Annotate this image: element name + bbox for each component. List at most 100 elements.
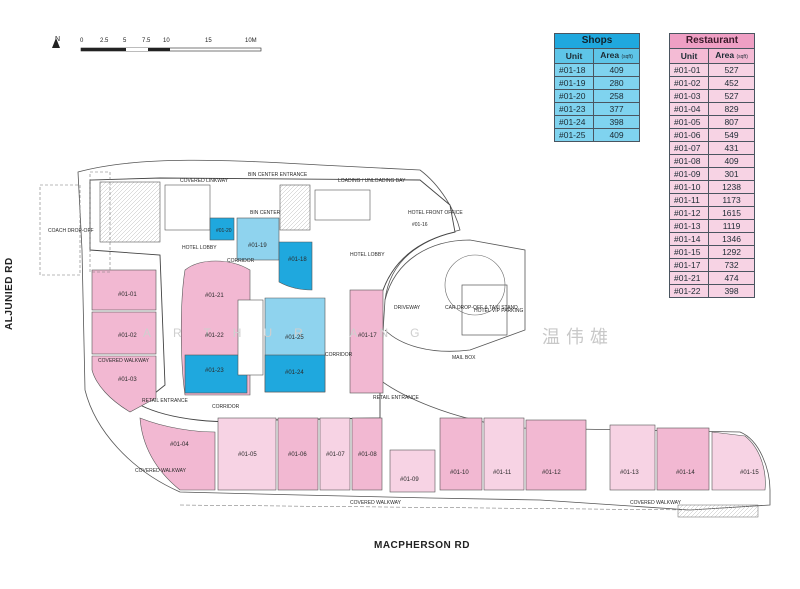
unit-label: #01-17 <box>358 333 377 339</box>
area-label: BIN CENTER ENTRANCE <box>248 172 308 178</box>
service-core <box>279 184 311 231</box>
shops-col-unit: Unit <box>553 48 595 64</box>
unit-label: #01-09 <box>400 477 419 483</box>
road-label-aljunied: ALJUNIED RD <box>4 257 15 330</box>
driveway-roundabout <box>444 254 506 316</box>
unit-label: #01-21 <box>205 293 224 299</box>
unit-01-18 <box>278 241 313 291</box>
unit-label: #01-15 <box>740 470 759 476</box>
area-label: COVERED WALKWAY <box>135 468 186 474</box>
north-arrow-icon <box>52 38 60 48</box>
unit-01-05 <box>217 417 277 491</box>
unit-01-04 <box>139 417 216 491</box>
unit-01-25 <box>209 217 235 241</box>
unit-label: #01-12 <box>542 470 561 476</box>
covered-walkway-line <box>179 504 691 511</box>
area-label: HOTEL LOBBY <box>350 252 385 258</box>
area-label: CORRIDOR <box>212 404 240 410</box>
unit-label: #01-25 <box>285 335 304 341</box>
unit-label: #01-23 <box>205 368 224 374</box>
escalator <box>237 299 264 376</box>
unit-label: #01-11 <box>493 470 512 476</box>
unit-01-01 <box>91 269 157 311</box>
coach-bay <box>39 184 81 276</box>
unit-01-24 <box>264 354 326 393</box>
restaurant-col-unit: Unit <box>668 48 710 64</box>
unit-label: #01-14 <box>676 470 695 476</box>
unit-01-07 <box>319 417 351 491</box>
unit-label: #01-13 <box>620 470 639 476</box>
unit-label: #01-06 <box>288 452 307 458</box>
unit-01-13 <box>609 424 656 491</box>
unit-label: #01-05 <box>238 452 257 458</box>
area-label: #01-16 <box>412 222 428 228</box>
area-label: LOADING / UNLOADING BAY <box>338 178 406 184</box>
unit-label: #01-20 <box>216 228 232 234</box>
unit-label: #01-08 <box>358 452 377 458</box>
watermark-chinese: 温伟雄 <box>542 327 614 348</box>
unit-label: #01-07 <box>326 452 345 458</box>
area-label: COVERED WALKWAY <box>350 500 401 506</box>
shops-table-title: Shops <box>554 33 640 49</box>
unit-01-02 <box>91 311 157 355</box>
scale-tick: 5 <box>123 38 127 44</box>
unit-01-23 <box>184 354 248 394</box>
unit-01-12 <box>525 419 587 491</box>
area-label: HOTEL FRONT OFFICE <box>408 210 463 216</box>
area-label: BIN CENTER <box>250 210 281 216</box>
coach-dropoff-zone <box>89 171 111 273</box>
area-label: CAR DROP-OFF & TAXI STAND <box>445 305 518 311</box>
watermark-latin: ARTHUR ANG <box>143 326 442 340</box>
scale-tick: 0 <box>80 38 84 44</box>
area-label: COACH DROP-OFF <box>48 228 94 234</box>
unit-01-14 <box>656 427 710 491</box>
driveway-loop <box>384 239 526 352</box>
unit-01-03 <box>91 355 157 413</box>
service-core <box>314 189 371 221</box>
unit-label: #01-02 <box>118 333 137 339</box>
unit-01-10 <box>439 417 483 491</box>
unit-label: #01-24 <box>285 370 304 376</box>
area-label: RETAIL ENTRANCE <box>142 398 188 404</box>
unit-label: #01-04 <box>170 442 189 448</box>
unit-label: #01-01 <box>118 292 137 298</box>
unit-label: #01-19 <box>248 243 267 249</box>
area-label: HOTEL LOBBY <box>182 245 217 251</box>
scale-bar-graphic: N <box>52 30 262 52</box>
shops-col-area: Area (sqft) <box>593 48 640 64</box>
unit-01-06 <box>277 417 319 491</box>
service-core <box>164 184 211 231</box>
unit-01-19 <box>236 217 280 261</box>
bike-rack <box>677 504 759 518</box>
area-label: COVERED WALKWAY <box>630 500 681 506</box>
unit-01-17 <box>349 289 384 394</box>
scale-tick: 2.5 <box>100 38 109 44</box>
scale-bar: N <box>45 30 265 56</box>
area-label: COVERED LINKWAY <box>180 178 229 184</box>
road-label-macpherson: MACPHERSON RD <box>374 540 470 551</box>
restaurant-col-area: Area (sqft) <box>708 48 755 64</box>
area-label: DRIVEWAY <box>394 305 421 311</box>
area-label: RETAIL ENTRANCE <box>373 395 419 401</box>
service-core <box>99 181 161 243</box>
unit-01-09 <box>389 449 436 493</box>
